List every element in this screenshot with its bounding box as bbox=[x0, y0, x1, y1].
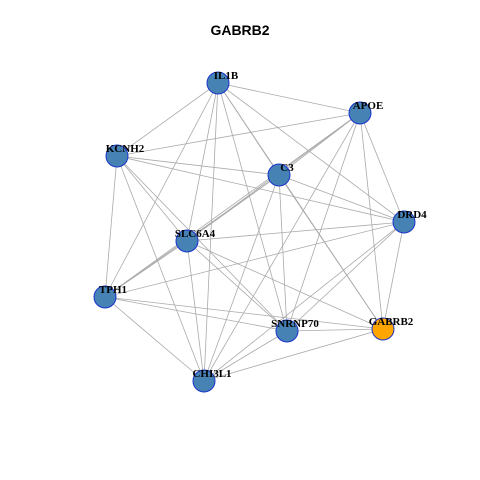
node-tph1[interactable]: TPH1 bbox=[93, 284, 127, 309]
node-drd4[interactable]: DRD4 bbox=[392, 209, 427, 234]
node-label: SNRNP70 bbox=[271, 318, 319, 330]
node-gabrb2[interactable]: GABRB2 bbox=[369, 316, 414, 341]
edge-gabrb2-chi3l1 bbox=[203, 328, 384, 382]
edge-il1b-snrnp70 bbox=[217, 82, 288, 332]
edge-drd4-slc6a4 bbox=[186, 221, 405, 242]
node-chi3l1[interactable]: CHI3L1 bbox=[192, 368, 232, 393]
node-circle[interactable] bbox=[93, 285, 117, 309]
edge-apoe-tph1 bbox=[104, 112, 361, 298]
edge-tph1-snrnp70 bbox=[104, 296, 288, 332]
node-circle[interactable] bbox=[105, 144, 129, 168]
edge-kcnh2-c3 bbox=[116, 155, 280, 176]
node-label: KCNH2 bbox=[106, 143, 145, 155]
node-circle[interactable] bbox=[392, 210, 416, 234]
edge-drd4-gabrb2 bbox=[382, 221, 405, 330]
edge-c3-drd4 bbox=[278, 174, 405, 223]
node-snrnp70[interactable]: SNRNP70 bbox=[271, 318, 319, 343]
node-c3[interactable]: C3 bbox=[267, 162, 294, 187]
edge-tph1-chi3l1 bbox=[104, 296, 205, 382]
node-label: APOE bbox=[353, 100, 384, 112]
edge-c3-snrnp70 bbox=[278, 174, 288, 332]
node-circle[interactable] bbox=[175, 229, 199, 253]
edge-slc6a4-chi3l1 bbox=[186, 240, 205, 382]
edge-kcnh2-snrnp70 bbox=[116, 155, 288, 332]
edge-apoe-kcnh2 bbox=[116, 112, 361, 157]
edge-layer bbox=[104, 82, 405, 382]
edge-il1b-drd4 bbox=[217, 82, 405, 223]
node-label: DRD4 bbox=[397, 209, 427, 221]
edge-apoe-drd4 bbox=[359, 112, 405, 223]
node-label: SLC6A4 bbox=[175, 228, 216, 240]
edge-snrnp70-chi3l1 bbox=[203, 330, 288, 382]
edge-kcnh2-drd4 bbox=[116, 155, 405, 223]
node-label: CHI3L1 bbox=[192, 368, 231, 380]
edge-slc6a4-tph1 bbox=[104, 240, 188, 298]
edge-snrnp70-gabrb2 bbox=[286, 328, 384, 332]
edge-il1b-apoe bbox=[217, 82, 361, 114]
edge-apoe-chi3l1 bbox=[203, 112, 361, 382]
node-circle[interactable] bbox=[206, 71, 230, 95]
edge-apoe-gabrb2 bbox=[359, 112, 384, 330]
node-label: GABRB2 bbox=[369, 316, 414, 328]
edge-drd4-chi3l1 bbox=[203, 221, 405, 382]
node-label: C3 bbox=[280, 162, 294, 174]
edge-il1b-tph1 bbox=[104, 82, 219, 298]
edge-c3-chi3l1 bbox=[203, 174, 280, 382]
edge-il1b-chi3l1 bbox=[203, 82, 219, 382]
node-circle[interactable] bbox=[348, 101, 372, 125]
node-circle[interactable] bbox=[371, 317, 395, 341]
node-il1b[interactable]: IL1B bbox=[206, 70, 239, 95]
node-kcnh2[interactable]: KCNH2 bbox=[105, 143, 145, 168]
edge-c3-gabrb2 bbox=[278, 174, 384, 330]
edge-il1b-slc6a4 bbox=[186, 82, 219, 242]
node-circle[interactable] bbox=[192, 369, 216, 393]
edge-drd4-snrnp70 bbox=[286, 221, 405, 332]
node-label: TPH1 bbox=[99, 284, 127, 296]
edge-kcnh2-chi3l1 bbox=[116, 155, 205, 382]
edge-kcnh2-slc6a4 bbox=[116, 155, 188, 242]
node-label: IL1B bbox=[214, 70, 239, 82]
edge-kcnh2-tph1 bbox=[104, 155, 118, 298]
node-apoe[interactable]: APOE bbox=[348, 100, 384, 125]
node-circle[interactable] bbox=[275, 319, 299, 343]
edge-slc6a4-gabrb2 bbox=[186, 240, 384, 330]
edge-drd4-tph1 bbox=[104, 221, 405, 298]
node-circle[interactable] bbox=[267, 163, 291, 187]
edge-tph1-gabrb2 bbox=[104, 296, 384, 330]
diagram-title: GABRB2 bbox=[210, 22, 269, 38]
node-slc6a4[interactable]: SLC6A4 bbox=[175, 228, 216, 253]
edge-il1b-kcnh2 bbox=[116, 82, 219, 157]
edge-apoe-snrnp70 bbox=[286, 112, 361, 332]
